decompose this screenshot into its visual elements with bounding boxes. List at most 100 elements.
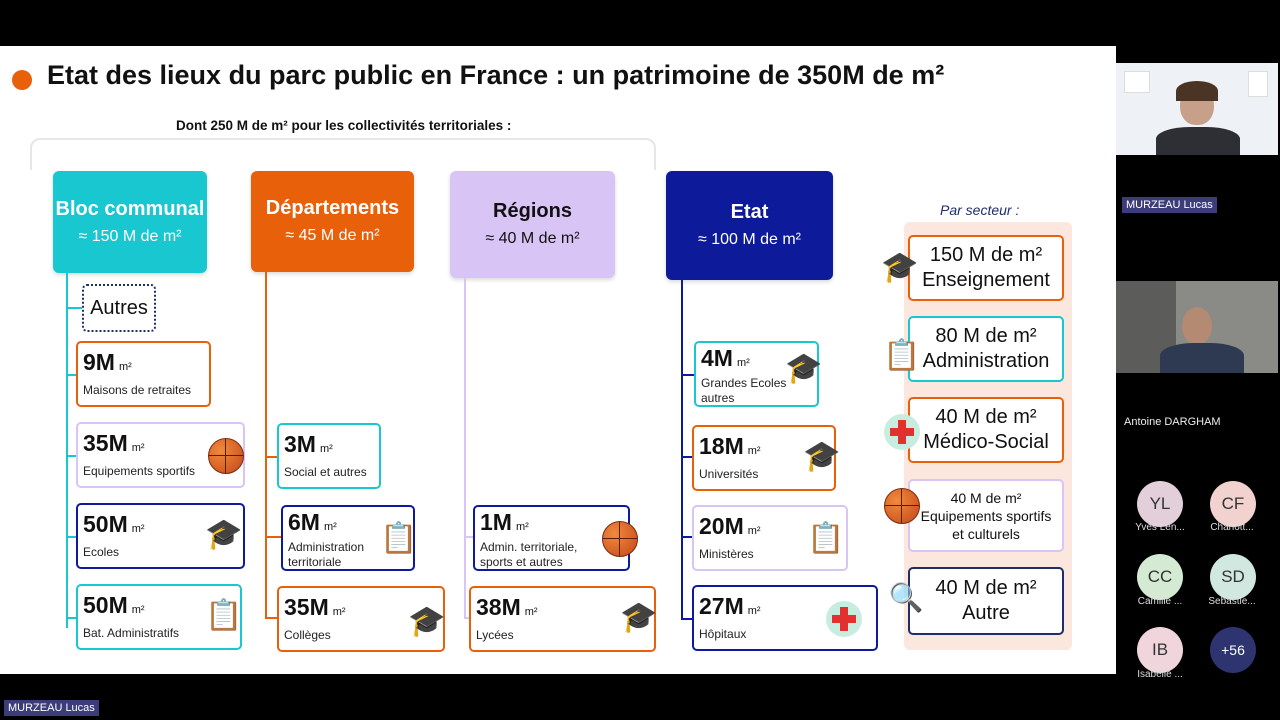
- card-unit: m²: [131, 604, 145, 616]
- document-icon: 📋: [380, 522, 418, 555]
- card-label: Hôpitaux: [699, 627, 747, 641]
- sector-label: Autre: [962, 602, 1010, 624]
- ball-icon: [882, 488, 922, 528]
- card-label-line1: Grandes Ecoles: [701, 376, 787, 390]
- sector-enseignement: 150 M de m² Enseignement: [908, 235, 1064, 301]
- card-label: Lycées: [476, 628, 514, 642]
- card-unit: m²: [515, 521, 529, 533]
- participant-avatar[interactable]: YL: [1137, 481, 1183, 527]
- document-icon: 📋: [883, 339, 921, 372]
- card-unit: m²: [319, 443, 333, 455]
- collectivites-bracket: [30, 138, 656, 170]
- presentation-slide: Etat des lieux du parc public en France …: [0, 46, 1116, 674]
- connector: [464, 278, 466, 618]
- card-label: Ministères: [699, 547, 754, 561]
- header-etat: Etat ≈ 100 M de m²: [666, 171, 833, 280]
- participant-name: Camille ...: [1137, 596, 1183, 607]
- sector-label: Equipements sportifs: [920, 507, 1052, 524]
- card-value: 35M: [83, 430, 128, 456]
- card-unit: m²: [747, 605, 761, 617]
- connector: [464, 617, 470, 619]
- connector: [265, 536, 281, 538]
- magnifier-icon: 🔍: [888, 582, 924, 613]
- card-value: 50M: [83, 511, 128, 537]
- slide-footer-bar: [0, 674, 1116, 720]
- person-body: [1160, 343, 1244, 373]
- participants-sidebar: MURZEAU Lucas Antoine DARGHAM YL Yves Le…: [1116, 0, 1280, 720]
- logo-icon: [1124, 71, 1150, 93]
- card-unit: m²: [736, 357, 750, 369]
- slide-title: Etat des lieux du parc public en France …: [47, 60, 945, 90]
- more-participants-button[interactable]: +56: [1210, 627, 1256, 673]
- graduation-cap-icon: 🎓: [205, 518, 243, 551]
- connector: [66, 617, 78, 619]
- card-label-line1: Admin. territoriale,: [480, 540, 578, 554]
- sector-value: 40 M de m²: [935, 406, 1037, 428]
- card-value: 27M: [699, 593, 744, 619]
- document-icon: 📋: [205, 599, 243, 632]
- graduation-cap-icon: 🎓: [408, 605, 446, 638]
- card-label: Bat. Administratifs: [83, 626, 180, 640]
- connector: [66, 374, 78, 376]
- card-value: 3M: [284, 431, 316, 457]
- card-unit: m²: [747, 445, 761, 457]
- card-unit: m²: [332, 606, 346, 618]
- header-regions: Régions ≈ 40 M de m²: [450, 171, 615, 278]
- video-tile-antoine[interactable]: [1116, 281, 1278, 373]
- sector-title: Par secteur :: [940, 202, 1020, 218]
- participant-avatar[interactable]: SD: [1210, 554, 1256, 600]
- sector-value: 40 M de m²: [935, 577, 1037, 599]
- header-bloc-communal: Bloc communal ≈ 150 M de m²: [53, 171, 207, 273]
- card-value: 4M: [701, 345, 733, 371]
- card-value: 20M: [699, 513, 744, 539]
- person-body: [1156, 127, 1240, 155]
- card-unit: m²: [524, 606, 538, 618]
- medical-cross-icon: [824, 599, 864, 639]
- connector: [681, 618, 693, 620]
- card-value: 9M: [83, 349, 115, 375]
- slide-subtitle: Dont 250 M de m² pour les collectivités …: [176, 118, 512, 133]
- tile-name-antoine: Antoine DARGHAM: [1124, 416, 1221, 428]
- sector-label-line2: et culturels: [952, 525, 1020, 542]
- card-value: 18M: [699, 433, 744, 459]
- card-label: Social et autres: [284, 465, 367, 479]
- participant-name: Yves Len...: [1135, 522, 1185, 533]
- participant-avatar[interactable]: IB: [1137, 627, 1183, 673]
- sector-label: Médico-Social: [923, 431, 1049, 453]
- video-tile-lucas[interactable]: [1116, 63, 1278, 155]
- sector-administration: 80 M de m² Administration: [908, 316, 1064, 382]
- document-icon: 📋: [807, 522, 845, 555]
- card-value: 6M: [288, 509, 320, 535]
- header-title: Etat: [730, 201, 769, 223]
- card-value: 35M: [284, 594, 329, 620]
- card-label: Collèges: [284, 628, 331, 642]
- connector: [265, 272, 267, 618]
- sector-value: 40 M de m²: [950, 489, 1022, 506]
- presenter-name-tag: MURZEAU Lucas: [4, 700, 99, 716]
- card-label-line1: Administration: [288, 540, 365, 554]
- card-unit: m²: [747, 525, 761, 537]
- participant-avatar[interactable]: CC: [1137, 554, 1183, 600]
- card-label: Maisons de retraites: [83, 383, 192, 397]
- connector: [265, 456, 277, 458]
- card-value: 50M: [83, 592, 128, 618]
- sector-medico-social: 40 M de m² Médico-Social: [908, 397, 1064, 463]
- card-label-line2: autres: [701, 391, 735, 405]
- header-departements: Départements ≈ 45 M de m²: [251, 171, 414, 272]
- header-sub: ≈ 40 M de m²: [485, 230, 580, 247]
- connector: [66, 307, 82, 309]
- participant-avatar[interactable]: CF: [1210, 481, 1256, 527]
- connector: [681, 280, 683, 620]
